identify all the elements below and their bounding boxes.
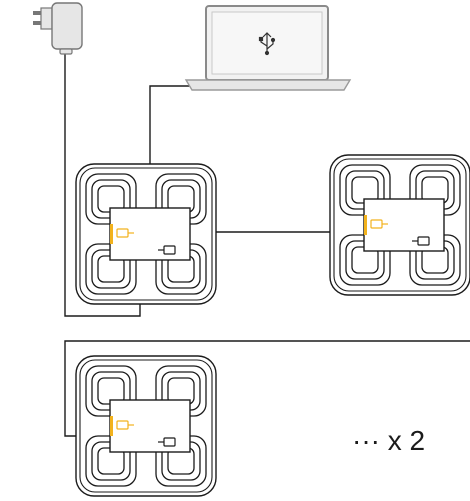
- usb-icon: [258, 32, 276, 56]
- hub-device-bottom: [75, 355, 217, 497]
- hub-device-icon: [75, 355, 217, 497]
- hub-device-top-right: [329, 154, 470, 296]
- laptop-icon: [184, 5, 352, 91]
- hub-device-top-left: [75, 163, 217, 305]
- power-adapter-icon: [33, 2, 83, 55]
- hub-device-icon: [329, 154, 470, 296]
- hub-device-icon: [75, 163, 217, 305]
- multiplier-label: ··· x 2: [352, 425, 425, 456]
